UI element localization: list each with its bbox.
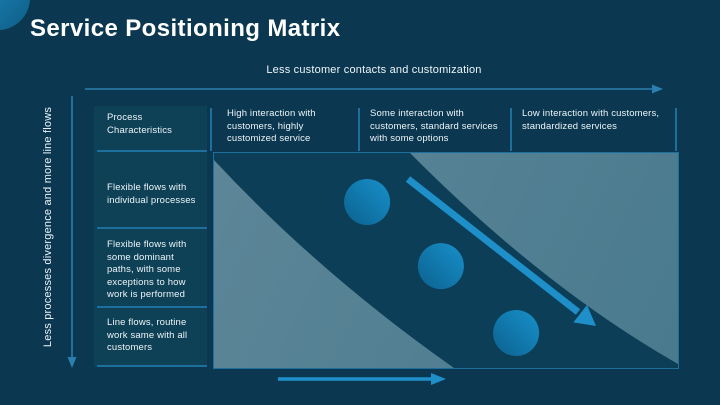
row-divider-1 xyxy=(97,227,207,229)
corner-decoration-circle xyxy=(0,0,30,30)
header-underline xyxy=(97,150,207,152)
top-axis-label: Less customer contacts and customization xyxy=(266,64,482,76)
bottom-right-arrow-icon xyxy=(278,373,446,385)
row-label-line-flows: Line flows, routine work same with all c… xyxy=(107,317,188,354)
position-dot-3 xyxy=(493,310,540,356)
matrix-plot-area xyxy=(213,152,679,369)
header-divider-1 xyxy=(210,108,212,151)
down-arrow-icon xyxy=(67,96,77,368)
row-label-flexible-individual: Flexible flows with individual processes xyxy=(107,182,196,206)
column-header-high-interaction: High interaction with customers, highly … xyxy=(227,108,316,145)
column-header-low-interaction: Low interaction with customers, standard… xyxy=(522,108,660,132)
position-dot-1 xyxy=(344,179,391,225)
column-header-some-interaction: Some interaction with customers, standar… xyxy=(370,108,498,145)
corner-header: Process Characteristics xyxy=(107,112,173,136)
left-axis-label: Less processes divergence and more line … xyxy=(42,106,54,348)
right-arrow-icon xyxy=(85,84,663,94)
header-divider-2 xyxy=(358,108,360,151)
page-title: Service Positioning Matrix xyxy=(30,15,341,42)
header-divider-4 xyxy=(675,108,677,151)
header-divider-3 xyxy=(510,108,512,151)
row-label-flexible-dominant: Flexible flows with some dominant paths,… xyxy=(107,239,187,301)
row-divider-3 xyxy=(97,365,207,367)
matrix-svg xyxy=(214,153,678,368)
row-divider-2 xyxy=(97,306,207,308)
row-label-column xyxy=(94,106,207,367)
position-dot-2 xyxy=(417,243,464,290)
diagonal-arrow-icon xyxy=(405,176,596,326)
